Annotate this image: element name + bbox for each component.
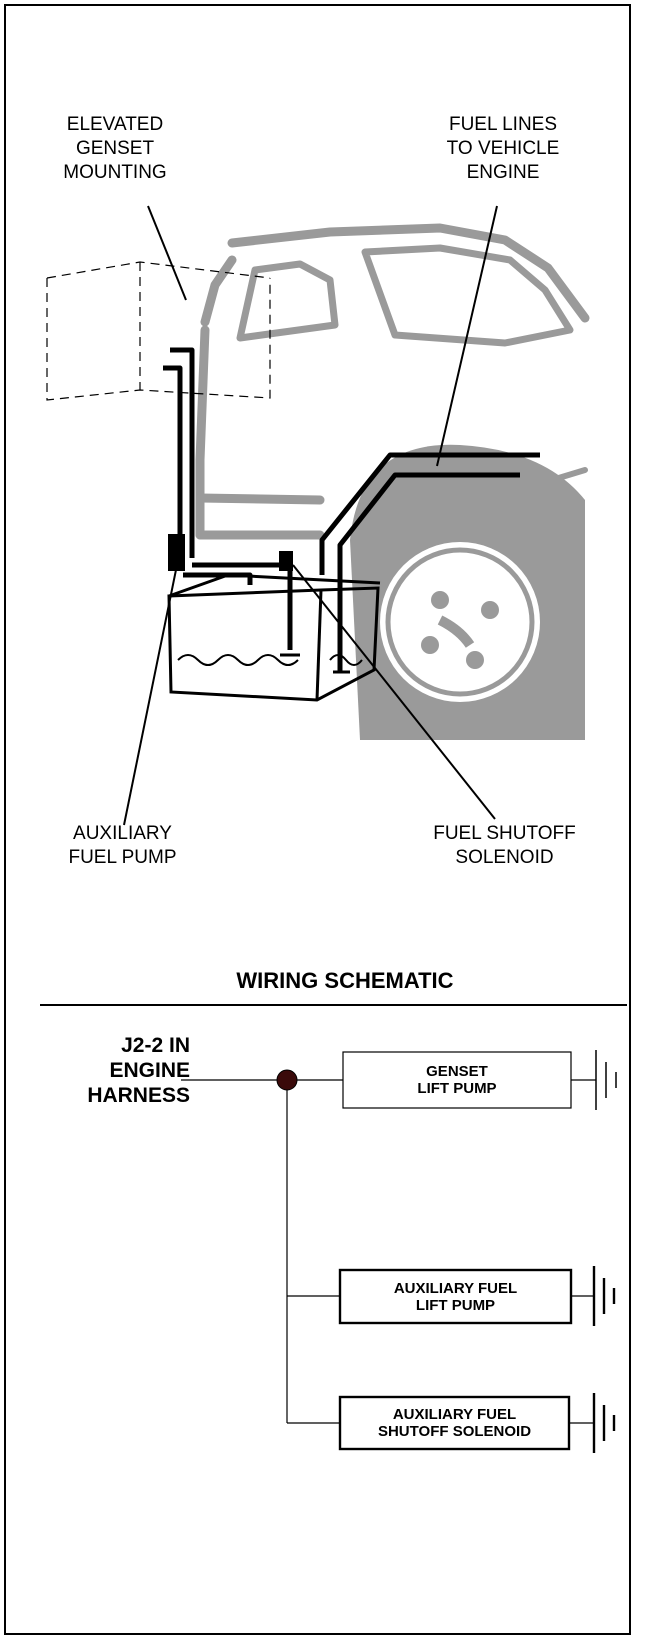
vehicle-wheel	[350, 444, 585, 740]
label-fuel-shutoff-solenoid: FUEL SHUTOFF SOLENOID	[433, 823, 576, 868]
aux-lift-pump-box	[338, 1268, 573, 1325]
junction-dot	[276, 1069, 298, 1091]
aux-lift-pump-label: AUXILIARY FUEL LIFT PUMP	[393, 1279, 518, 1314]
fuel-tank	[167, 573, 381, 702]
source-label: J2-2 IN ENGINE HARNESS	[87, 1034, 190, 1107]
aux-solenoid-box	[338, 1395, 571, 1451]
aux-solenoid-label: AUXILIARY FUEL SHUTOFF SOLENOID	[377, 1406, 532, 1440]
genset-mount-outline	[46, 261, 271, 401]
vehicle-outline	[195, 223, 590, 540]
aux-fuel-pump-shape	[168, 534, 185, 571]
label-elevated-genset-mounting: ELEVATED GENSET MOUNTING	[63, 114, 167, 183]
figure-frame	[4, 4, 631, 1635]
schematic-title: WIRING SCHEMATIC	[236, 968, 454, 993]
ground-symbols	[592, 1050, 617, 1453]
shutoff-solenoid-shape	[279, 551, 293, 571]
wiring	[181, 1079, 596, 1424]
leader-lines	[123, 205, 498, 826]
label-fuel-lines-to-engine: FUEL LINES TO VEHICLE ENGINE	[446, 114, 560, 183]
genset-lift-pump-label: GENSET LIFT PUMP	[417, 1063, 497, 1097]
label-auxiliary-fuel-pump: AUXILIARY FUEL PUMP	[68, 823, 177, 868]
fuel-pipes	[163, 347, 540, 672]
genset-lift-pump-box	[342, 1051, 572, 1109]
